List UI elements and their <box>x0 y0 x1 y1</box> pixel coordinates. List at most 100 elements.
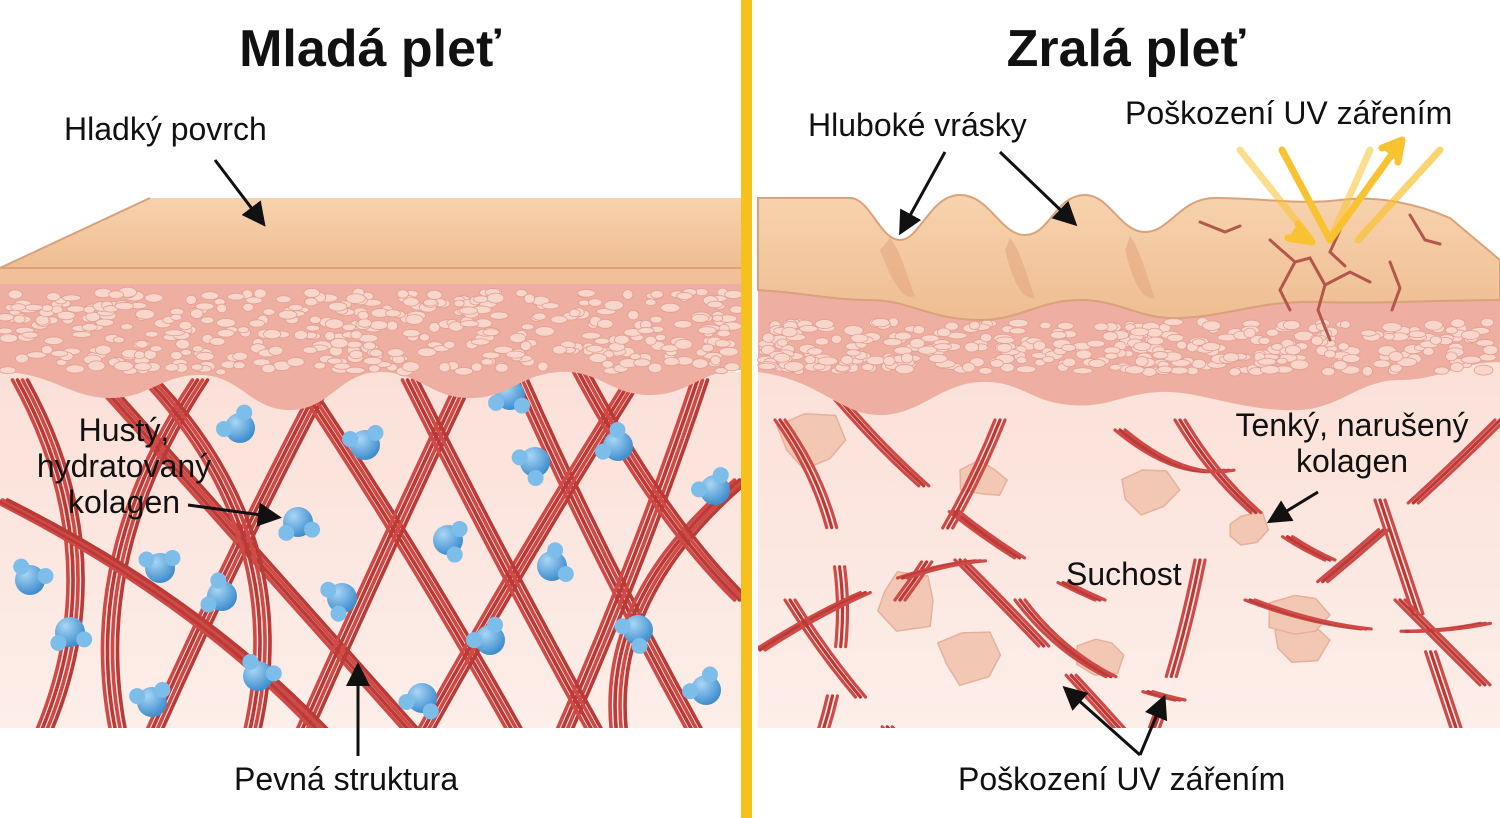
skin-cell <box>1332 360 1348 371</box>
skin-cell <box>714 339 731 348</box>
skin-cell <box>552 345 567 355</box>
skin-cell <box>0 313 15 322</box>
skin-cell <box>1157 365 1173 374</box>
water-molecule-icon <box>242 653 282 691</box>
skin-cell <box>302 346 318 355</box>
collagen-strand <box>763 558 1007 652</box>
skin-cell <box>1062 357 1077 368</box>
skin-cell <box>401 361 420 373</box>
skin-cell <box>178 320 193 331</box>
skin-cell <box>333 362 351 370</box>
collagen-strand <box>1173 418 1327 562</box>
collagen-strand <box>570 368 737 602</box>
skin-cell <box>644 298 657 307</box>
skin-cell <box>245 296 264 305</box>
skin-cell <box>426 289 443 300</box>
collagen-strand <box>525 378 705 730</box>
skin-cell <box>232 361 246 370</box>
skin-cell <box>1049 330 1067 340</box>
skin-cell <box>1061 343 1077 352</box>
skin-cell <box>1102 331 1118 342</box>
skin-cell <box>13 314 26 324</box>
dry-patch <box>776 412 847 471</box>
collagen-strand <box>838 398 1102 602</box>
skin-cell <box>894 364 915 375</box>
collagen-strand <box>0 498 326 730</box>
collagen-strand <box>778 418 845 730</box>
skin-cell <box>1445 326 1458 335</box>
skin-cell <box>1282 320 1301 331</box>
skin-cell <box>691 313 710 323</box>
skin-cell <box>190 363 204 371</box>
skin-cell <box>979 333 993 343</box>
skin-cell <box>1473 364 1494 376</box>
skin-cell <box>541 302 560 310</box>
collagen-strand <box>580 368 742 601</box>
skin-cell <box>482 328 500 337</box>
skin-cell <box>1289 359 1310 370</box>
skin-cell <box>87 360 106 372</box>
skin-cell <box>597 318 614 329</box>
skin-cell <box>588 298 603 307</box>
skin-cell <box>304 297 318 307</box>
skin-cell <box>368 364 381 373</box>
arrow-dense-collagen <box>187 502 282 527</box>
collagen-strand <box>0 499 321 730</box>
skin-cell <box>1339 320 1351 329</box>
collagen-strand <box>159 368 340 730</box>
skin-cell <box>15 353 29 364</box>
skin-cell <box>345 366 366 374</box>
collagen-strand <box>305 378 524 730</box>
collagen-strand <box>415 378 605 730</box>
skin-cell <box>1423 319 1444 331</box>
skin-cell <box>422 298 438 307</box>
skin-cell <box>362 341 377 351</box>
arrow-smooth-surface <box>213 159 266 227</box>
skin-cell <box>345 293 366 304</box>
collagen-strand <box>773 418 840 730</box>
skin-cell <box>459 306 478 315</box>
skin-cell <box>242 302 255 312</box>
collagen-strand <box>963 558 1129 730</box>
skin-cell <box>1270 343 1284 351</box>
collagen-strand <box>623 484 742 730</box>
skin-cell <box>697 326 717 335</box>
skin-cell <box>209 337 226 346</box>
skin-cell <box>845 349 861 357</box>
skin-cell <box>494 362 509 373</box>
skin-cell <box>1075 349 1093 360</box>
collagen-strand <box>400 378 590 730</box>
skin-cell <box>718 346 739 357</box>
skin-cell <box>1109 363 1122 371</box>
skin-cell <box>232 351 249 361</box>
skin-cell <box>40 345 53 355</box>
collagen-strand <box>110 378 205 730</box>
skin-cell <box>363 356 383 366</box>
skin-cell <box>1445 351 1458 362</box>
skin-cell <box>195 302 215 311</box>
collagen-strand <box>10 378 70 730</box>
skin-cell <box>1433 366 1450 375</box>
skin-cell <box>149 345 163 353</box>
skin-cell <box>1482 344 1499 356</box>
skin-cell <box>1341 354 1361 364</box>
skin-cell <box>261 363 276 374</box>
skin-cell <box>237 326 250 334</box>
skin-cell <box>1408 330 1427 339</box>
skin-cell <box>120 323 134 331</box>
skin-cell <box>405 314 424 325</box>
skin-cell <box>900 352 914 364</box>
skin-cell <box>10 303 27 311</box>
skin-cell <box>329 337 349 349</box>
skin-cell <box>227 292 245 301</box>
skin-cell <box>305 324 321 332</box>
collagen-strand <box>585 368 742 596</box>
deep-wrinkles-label: Hluboké vrásky <box>808 107 1027 143</box>
collagen-strand <box>1253 598 1500 633</box>
water-molecule-icon <box>320 581 357 622</box>
collagen-strand <box>953 558 1119 730</box>
water-molecule-icon <box>342 424 384 460</box>
skin-cell <box>1450 318 1466 328</box>
